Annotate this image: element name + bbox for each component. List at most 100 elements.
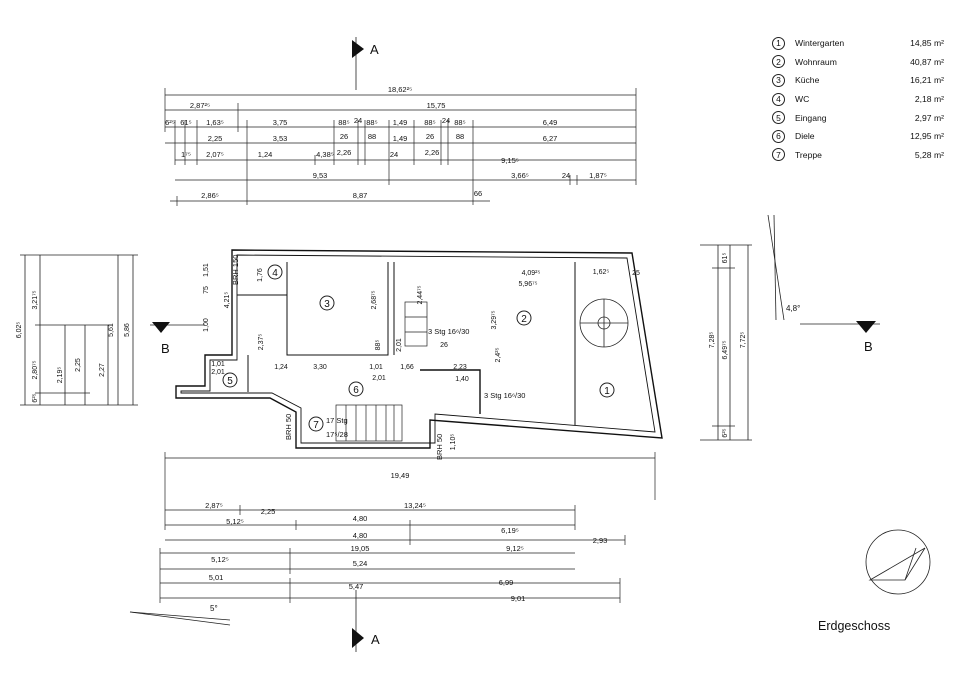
dim-in-27: 2,4²⁵: [495, 347, 502, 362]
dim-right-3: 7,72⁵: [740, 332, 747, 349]
right-dimension-chains: [700, 244, 752, 441]
legend-room-name: Diele: [795, 131, 815, 142]
legend-room-area: 12,95 m²: [910, 131, 944, 142]
dim-bottom-6a: 5,12⁵: [211, 555, 229, 564]
dim-right-1: 7,28⁵: [709, 332, 716, 349]
section-label-a-bottom: A: [371, 632, 380, 647]
legend-number: 1: [772, 36, 785, 50]
dim-bottom-3d: 6,19⁵: [501, 526, 519, 535]
dim-in-4: 4,21⁵: [224, 292, 231, 309]
legend-room-area: 40,87 m²: [910, 56, 944, 67]
legend-room-name: WC: [795, 94, 810, 105]
dim-top-r3k: 24: [442, 116, 450, 125]
brh-label-a: BRH 150: [231, 255, 240, 285]
legend-number: 2: [772, 55, 785, 69]
dim-left-4: 5,86: [124, 323, 131, 337]
dim-bottom-5b: 9,12⁵: [506, 544, 524, 553]
dim-in-9: 1,62⁵: [593, 269, 610, 276]
legend-room-name: Wohnraum: [795, 56, 837, 67]
room-number-1: 1: [604, 386, 610, 397]
dim-in-23: 26: [440, 342, 448, 349]
dim-top-r6a: 9,53: [313, 171, 328, 180]
dim-top-r3a: 6²⁵: [165, 118, 175, 127]
dim-bottom-3a: 2,25: [261, 507, 276, 516]
dim-bottom-2b: 13,24⁵: [404, 501, 426, 510]
dim-in-11: 5,96⁷⁵: [518, 281, 537, 288]
room-markers: 1 2 3 4 5 6 7: [222, 264, 615, 432]
dim-left-1: 6,02⁵: [16, 322, 23, 339]
dim-top-r7a: 2,86⁵: [201, 191, 219, 200]
dim-top-r5d: 4,38⁵: [316, 150, 334, 159]
dim-top-r3d: 3,75: [273, 118, 288, 127]
dim-top-r5c: 1,24: [258, 150, 273, 159]
angle-mark-bottom: [129, 611, 231, 626]
dim-in-25: 2,01: [396, 338, 403, 352]
dim-in-5: 1,00: [203, 318, 210, 332]
brh-label-b: BRH 50: [284, 414, 293, 440]
walls: [175, 249, 663, 449]
dim-top-r3f: 6,49: [543, 118, 558, 127]
room-legend: 1 Wintergarten 14,85 m² 2 Wohnraum 40,87…: [772, 34, 944, 164]
legend-row: 6 Diele 12,95 m²: [772, 127, 944, 146]
dim-in-14: 3,30: [313, 364, 327, 371]
section-a-top-marker: [352, 37, 364, 90]
spiral-stair: [579, 298, 629, 348]
dim-in-10: 25: [632, 270, 640, 277]
dim-top-r7b: 8,87: [353, 191, 368, 200]
dim-left-9: 6²⁵: [32, 393, 39, 402]
legend-room-name: Küche: [795, 75, 820, 86]
legend-row: 4 WC 2,18 m²: [772, 90, 944, 109]
dim-top-r4a: 2,25: [208, 134, 223, 143]
dim-bottom-4a: 4,80: [353, 531, 368, 540]
dim-in-22: 1,40: [455, 376, 469, 383]
left-dimension-chains: [20, 254, 138, 406]
dim-top-r6d: 1,87⁵: [589, 171, 607, 180]
dim-in-6: 2,68⁷⁵: [371, 290, 378, 309]
dim-in-2: 1,51: [203, 263, 210, 277]
dim-top-r3b: 61⁵: [180, 118, 191, 127]
dim-bottom-8b: 9,01: [511, 594, 526, 603]
angle-label-bottom: 5°: [210, 604, 218, 613]
dim-bottom-7b: 6,99: [499, 578, 514, 587]
dim-in-3: 75: [203, 286, 210, 294]
angle-label-right: 4,8°: [786, 304, 800, 313]
legend-room-area: 5,28 m²: [914, 149, 944, 160]
dim-in-18: 1,66: [400, 364, 414, 371]
room-number-5: 5: [227, 376, 233, 387]
section-a-bottom-marker: [352, 590, 364, 652]
dim-top-r5a: 1⁷⁵: [181, 150, 191, 159]
stair-label-1: 3 Stg 16⁶/30: [428, 327, 469, 336]
room-number-2: 2: [521, 314, 527, 325]
dim-left-3: 5,61: [108, 323, 115, 337]
legend-room-area: 2,97 m²: [914, 112, 944, 123]
dim-top-r3g: 88⁵: [338, 118, 349, 127]
brh-label-c: BRH 50: [435, 434, 444, 460]
dim-top-r4d: 6,27: [543, 134, 558, 143]
legend-row: 5 Eingang 2,97 m²: [772, 108, 944, 127]
section-label-b-right: B: [864, 339, 873, 354]
dim-top-r5e: 2,26: [337, 148, 352, 157]
legend-number: 4: [772, 92, 785, 106]
dim-top-r7c: 66: [474, 189, 482, 198]
dim-top-r3i: 88⁵: [366, 118, 377, 127]
dim-top-r2b: 15,75: [427, 101, 446, 110]
room-number-4: 4: [272, 268, 278, 279]
dim-in-1: 1,76: [257, 268, 264, 282]
legend-room-area: 2,18 m²: [914, 94, 944, 105]
dim-in-12: 3,29⁷⁵: [491, 310, 498, 329]
dim-top-r4h: 88: [456, 132, 464, 141]
dim-top-r5b: 2,07⁵: [206, 150, 224, 159]
stairs: [335, 301, 428, 442]
stair-label-3: 17 Stg: [326, 416, 348, 425]
angle-mark-right: [767, 214, 785, 321]
legend-row: 7 Treppe 5,28 m²: [772, 146, 944, 165]
dim-in-8: 4,09²⁵: [522, 270, 541, 277]
legend-row: 1 Wintergarten 14,85 m²: [772, 34, 944, 53]
section-label-a-top: A: [370, 42, 379, 57]
dim-bottom-3b: 5,12⁵: [226, 517, 244, 526]
room-number-7: 7: [313, 420, 319, 431]
dim-top-r5f: 24: [390, 150, 398, 159]
dim-top-r3c: 1,63⁵: [206, 118, 224, 127]
dim-in-20: 1,01: [211, 361, 225, 368]
dim-top-r3j: 88⁵: [424, 118, 435, 127]
